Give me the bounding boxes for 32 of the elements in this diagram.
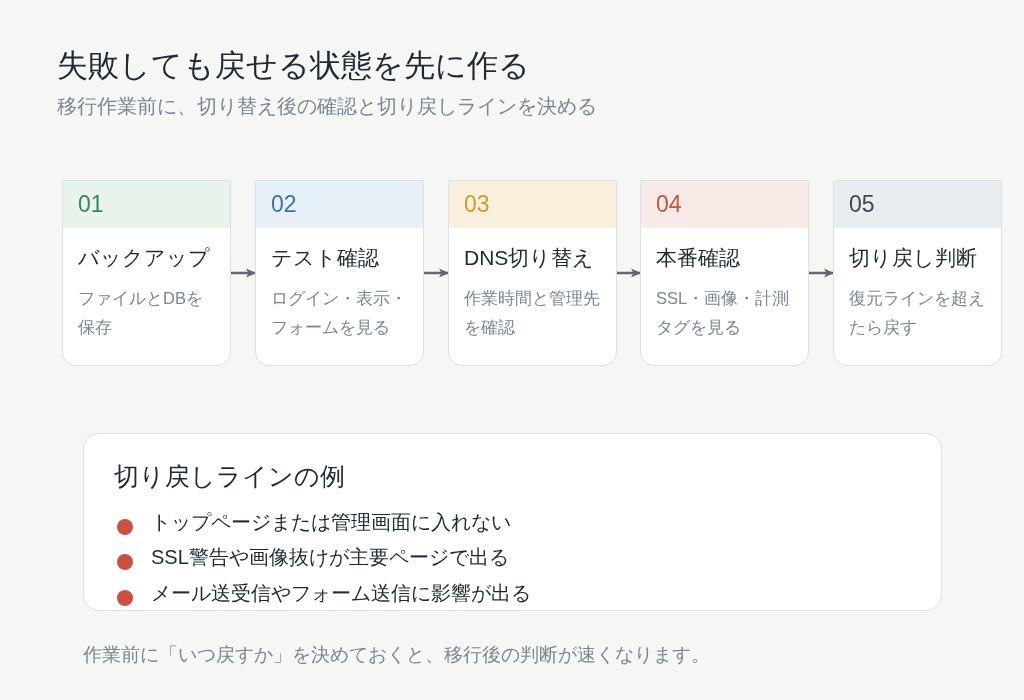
caption: 作業前に「いつ戻すか」を決めておくと、移行後の判断が速くなります。 [83,643,710,667]
step-number: 02 [256,181,423,228]
step-card [62,180,231,366]
example-panel [83,433,942,611]
step-title: DNS切り替え [464,245,595,271]
list-item: トップページまたは管理画面に入れない [151,510,511,535]
step-description: ログイン・表示・フォームを見る [271,288,407,338]
title: 失敗しても戻せる状態を先に作る [57,47,530,85]
arrow [809,268,834,278]
step-card [640,180,809,366]
list-item: メール送受信やフォーム送信に影響が出る [151,581,531,606]
arrow [424,268,449,278]
step-number: 01 [63,181,230,228]
step-description: 作業時間と管理先を確認 [464,288,600,338]
list-item: SSL警告や画像抜けが主要ページで出る [151,545,509,570]
step-number: 05 [834,181,1001,228]
panel-heading: 切り戻しラインの例 [114,461,345,492]
arrow [231,268,256,278]
step-description: SSL・画像・計測タグを見る [656,288,791,338]
step-card [255,180,424,366]
step-card [448,180,617,366]
step-number: 04 [641,181,808,228]
step-description: 復元ラインを超えたら戻す [849,288,985,338]
step-number: 03 [449,181,616,228]
subtitle: 移行作業前に、切り替え後の確認と切り戻しラインを決める [57,94,597,119]
step-title: 本番確認 [656,245,740,271]
step-description: ファイルとDBを保存 [78,288,204,338]
arrow [617,268,641,278]
step-title: テスト確認 [271,245,379,271]
step-card [833,180,1002,366]
step-title: 切り戻し判断 [849,245,977,271]
step-title: バックアップ [78,245,210,271]
